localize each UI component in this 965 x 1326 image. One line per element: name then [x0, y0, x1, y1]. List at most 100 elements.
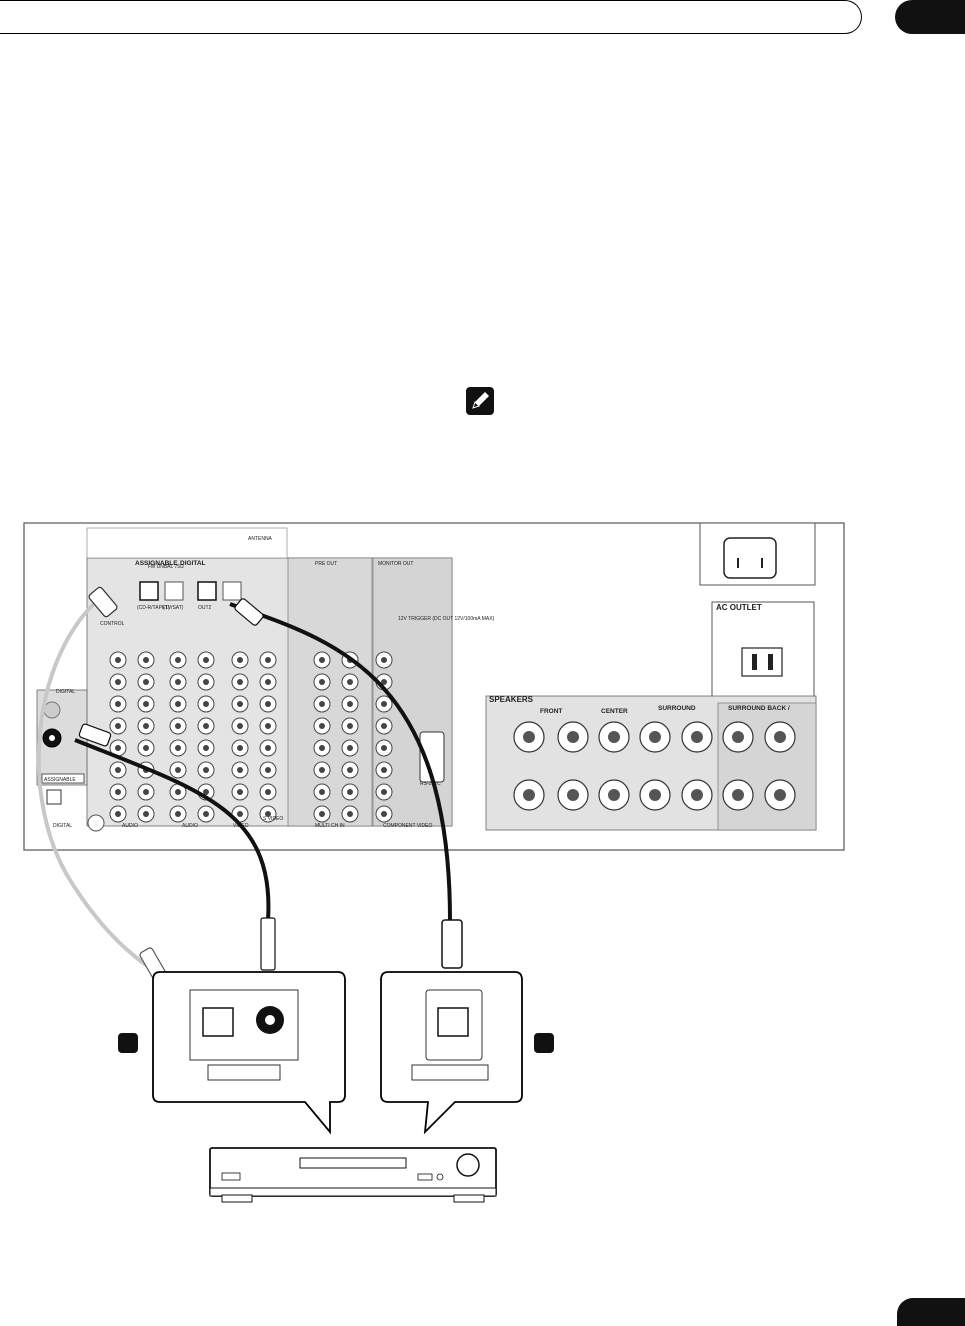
- speaker-terminal-center: [608, 789, 620, 801]
- rca-jack-center: [203, 789, 209, 795]
- speaker-terminal-center: [732, 731, 744, 743]
- rca-jack-center: [381, 767, 387, 773]
- rca-jack-center: [115, 657, 121, 663]
- speaker-terminal-center: [732, 789, 744, 801]
- speaker-group-surround: SURROUND: [658, 705, 696, 712]
- dvd-player: [209, 1147, 497, 1203]
- speaker-terminals: [513, 721, 796, 811]
- rca-jack-center: [237, 811, 243, 817]
- speaker-group-surround-back: SURROUND BACK /: [728, 705, 790, 712]
- fm-label: FM UNBAL 75Ω: [148, 564, 184, 570]
- rca-jack-center: [381, 701, 387, 707]
- ac-outlet-label: AC OUTLET: [716, 603, 762, 612]
- optical-cable: [229, 602, 452, 921]
- speaker-terminal-center: [691, 731, 703, 743]
- bottom-label-digital: DIGITAL: [53, 823, 72, 829]
- rca-jack-center: [381, 745, 387, 751]
- bottom-label-s-video: S VIDEO: [263, 816, 283, 822]
- rca-jack-center: [175, 657, 181, 663]
- rca-jack-center: [175, 745, 181, 751]
- rca-jack-center: [237, 767, 243, 773]
- digital-label: DIGITAL: [180, 560, 206, 567]
- rca-jack-center: [347, 701, 353, 707]
- rca-jack-center: [115, 679, 121, 685]
- speaker-terminal-center: [567, 731, 579, 743]
- rca-jack-center: [265, 701, 271, 707]
- speaker-group-center: CENTER: [601, 708, 628, 715]
- control-label: CONTROL: [100, 621, 125, 627]
- antenna-section: [86, 527, 288, 559]
- rca-jack-center: [115, 811, 121, 817]
- rca-jack-center: [265, 789, 271, 795]
- page-header-bar: [0, 0, 862, 34]
- optical-in-cd-r: [139, 581, 159, 601]
- assignable-label: ASSIGNABLE: [135, 560, 178, 567]
- rca-jack-center: [115, 789, 121, 795]
- rca-jack-center: [319, 679, 325, 685]
- rca-jack-center: [203, 767, 209, 773]
- rca-jack-center: [175, 767, 181, 773]
- note-icon: [466, 387, 494, 415]
- dvd-optical-port: [202, 1007, 234, 1037]
- rca-jack-center: [115, 723, 121, 729]
- rca-jack-center: [143, 745, 149, 751]
- callout-marker-right: [534, 1033, 554, 1053]
- rca-jack-center: [347, 789, 353, 795]
- page-number-tab: [897, 1298, 965, 1326]
- rca-jack-center: [143, 723, 149, 729]
- connection-diagram: AC OUTLET SPEAKERS FRONT CENTER SURROUND…: [23, 522, 845, 1203]
- callout-marker-left: [118, 1033, 138, 1053]
- rca-jack-center: [381, 789, 387, 795]
- speaker-terminal-center: [608, 731, 620, 743]
- rca-jack-center: [265, 657, 271, 663]
- out2-label: OUT2: [198, 605, 212, 611]
- speaker-terminal-center: [567, 789, 579, 801]
- speaker-group-front: FRONT: [540, 708, 562, 715]
- rca-jack-center: [175, 679, 181, 685]
- cd-optical-port: [437, 1007, 469, 1037]
- rca-jack-center: [381, 679, 387, 685]
- rca-jack-center: [175, 723, 181, 729]
- rca-jack-center: [143, 657, 149, 663]
- optical-out2: [197, 581, 217, 601]
- rca-jack-center: [203, 657, 209, 663]
- bottom-label-component-video: COMPONENT VIDEO: [383, 823, 432, 829]
- rca-jack-center: [381, 723, 387, 729]
- rca-jacks: [109, 651, 393, 823]
- rca-jack-center: [265, 811, 271, 817]
- rca-jack-center: [237, 657, 243, 663]
- rca-jack-center: [319, 811, 325, 817]
- tv-sat-label: (TV/SAT): [163, 605, 184, 611]
- rca-jack-center: [319, 767, 325, 773]
- rca-jack-center: [175, 789, 181, 795]
- trigger-label: 12V TRIGGER (DC OUT 12V/100mA MAX): [398, 616, 495, 622]
- rca-jack-center: [347, 767, 353, 773]
- rca-jack-center: [143, 789, 149, 795]
- rca-jack-center: [203, 723, 209, 729]
- speaker-terminal-center: [691, 789, 703, 801]
- rca-jack-center: [203, 679, 209, 685]
- rca-jack-center: [175, 811, 181, 817]
- monitor-out-label: MONITOR OUT: [378, 561, 413, 567]
- rca-jack-center: [319, 789, 325, 795]
- rca-jack-center: [265, 723, 271, 729]
- rca-jack-center: [319, 723, 325, 729]
- rca-jack-center: [143, 811, 149, 817]
- speaker-terminal-center: [649, 789, 661, 801]
- rca-jack-center: [319, 657, 325, 663]
- speaker-terminal-center: [774, 789, 786, 801]
- rca-jack-center: [115, 767, 121, 773]
- chapter-tab: [895, 0, 965, 34]
- rca-jack-center: [143, 701, 149, 707]
- multi-ch-in-section: [287, 557, 373, 827]
- rca-jack-center: [237, 745, 243, 751]
- rca-jack-center: [115, 745, 121, 751]
- rca-jack-center: [203, 745, 209, 751]
- rca-jack-center: [237, 723, 243, 729]
- rca-jack-center: [381, 811, 387, 817]
- rca-jack-center: [265, 679, 271, 685]
- rca-jack-center: [347, 679, 353, 685]
- speaker-terminal-center: [649, 731, 661, 743]
- rca-jack-center: [115, 701, 121, 707]
- rca-jack-center: [265, 767, 271, 773]
